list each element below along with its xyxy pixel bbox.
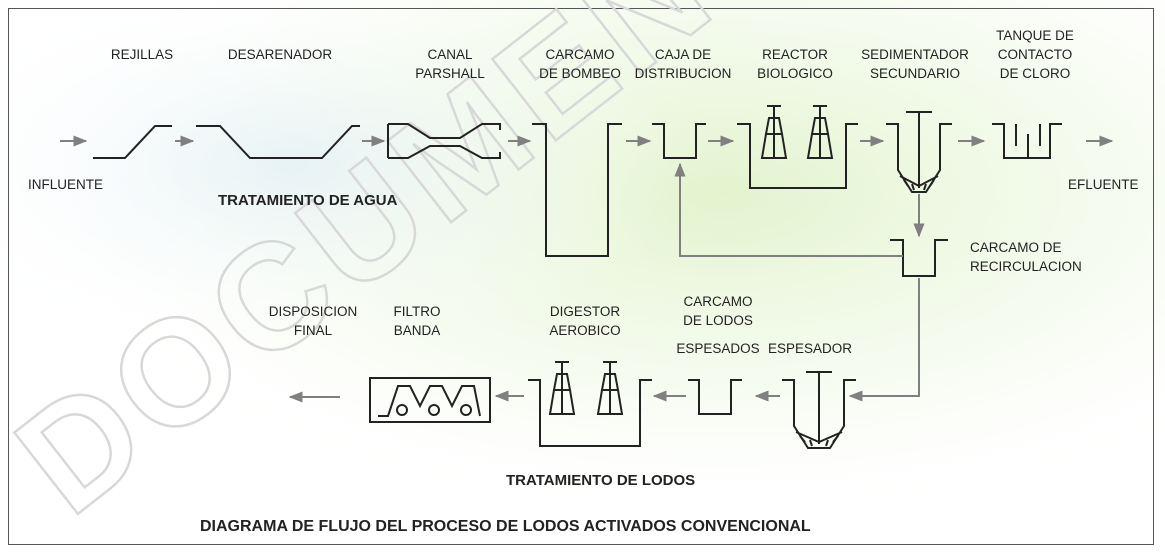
label-carc-lodos-1: CARCAMO <box>683 294 752 309</box>
section-sludge-title: TRATAMIENTO DE LODOS <box>506 472 695 489</box>
label-caja-1: CAJA DE <box>655 47 711 62</box>
tanque-cloro-shape <box>992 123 1062 159</box>
label-rejillas: REJILLAS <box>111 47 173 62</box>
label-digestor-2: AEROBICO <box>549 323 620 338</box>
label-tanque-1: TANQUE DE <box>996 28 1074 43</box>
label-recirc-1: CARCAMO DE <box>970 240 1062 255</box>
parshall-bottom <box>388 145 501 159</box>
label-carc-lodos-2: DE LODOS <box>683 313 753 328</box>
carcamo-bombeo-shape <box>532 123 622 257</box>
label-carcamo-1: CARCAMO <box>545 47 614 62</box>
parshall-top <box>388 123 501 139</box>
reactor-aerator-2 <box>806 105 834 159</box>
digestor-tank <box>528 379 652 447</box>
label-carc-lodos-3: ESPESADOS <box>676 341 759 356</box>
label-espesador: ESPESADOR <box>768 341 852 356</box>
watermark-text: DOCUMENT <box>0 0 824 546</box>
diagram-frame <box>8 8 1154 545</box>
espesador-shape <box>782 371 856 449</box>
reactor-tank <box>737 123 858 189</box>
label-influente: INFLUENTE <box>28 177 103 192</box>
filtro-banda-shape <box>369 377 491 423</box>
digestor-aerator-1 <box>548 361 576 415</box>
label-disp-1: DISPOSICION <box>269 304 358 319</box>
label-caja-2: DISTRIBUCION <box>635 66 732 81</box>
label-filtro-2: BANDA <box>394 323 441 338</box>
digestor-aerator-2 <box>596 361 624 415</box>
section-water-title: TRATAMIENTO DE AGUA <box>218 192 398 209</box>
label-disp-2: FINAL <box>294 323 333 338</box>
label-recirc-2: RECIRCULACION <box>970 259 1082 274</box>
label-sedim-1: SEDIMENTADOR <box>861 47 969 62</box>
label-canal-2: PARSHALL <box>415 66 485 81</box>
label-carcamo-2: DE BOMBEO <box>539 66 621 81</box>
sludge-stage-labels: DISPOSICION FINAL FILTRO BANDA DIGESTOR … <box>269 294 853 356</box>
label-filtro-1: FILTRO <box>394 304 441 319</box>
caja-distribucion-shape <box>652 123 706 159</box>
label-sedim-2: SECUNDARIO <box>870 66 960 81</box>
water-stage-labels: REJILLAS DESARENADOR CANAL PARSHALL CARC… <box>111 28 1074 81</box>
carcamo-lodos-shape <box>688 379 742 415</box>
label-reactor-2: BIOLOGICO <box>757 66 833 81</box>
rejillas-shape <box>93 125 172 159</box>
arrow-recirc-to-espesador <box>848 278 920 402</box>
carcamo-recirc-shape <box>890 239 948 277</box>
label-tanque-2: CONTACTO <box>998 47 1073 62</box>
reactor-aerator-1 <box>760 105 788 159</box>
label-desarenador: DESARENADOR <box>228 47 333 62</box>
label-digestor-1: DIGESTOR <box>550 304 621 319</box>
label-tanque-3: DE CLORO <box>1000 66 1071 81</box>
label-canal-1: CANAL <box>427 47 473 62</box>
sedimentador-shape <box>886 111 952 193</box>
desarenador-shape <box>196 125 360 159</box>
main-title: DIAGRAMA DE FLUJO DEL PROCESO DE LODOS A… <box>200 518 811 535</box>
label-reactor-1: REACTOR <box>762 47 828 62</box>
arrow-recirc-to-caja <box>674 162 903 257</box>
label-efluente: EFLUENTE <box>1068 177 1139 192</box>
